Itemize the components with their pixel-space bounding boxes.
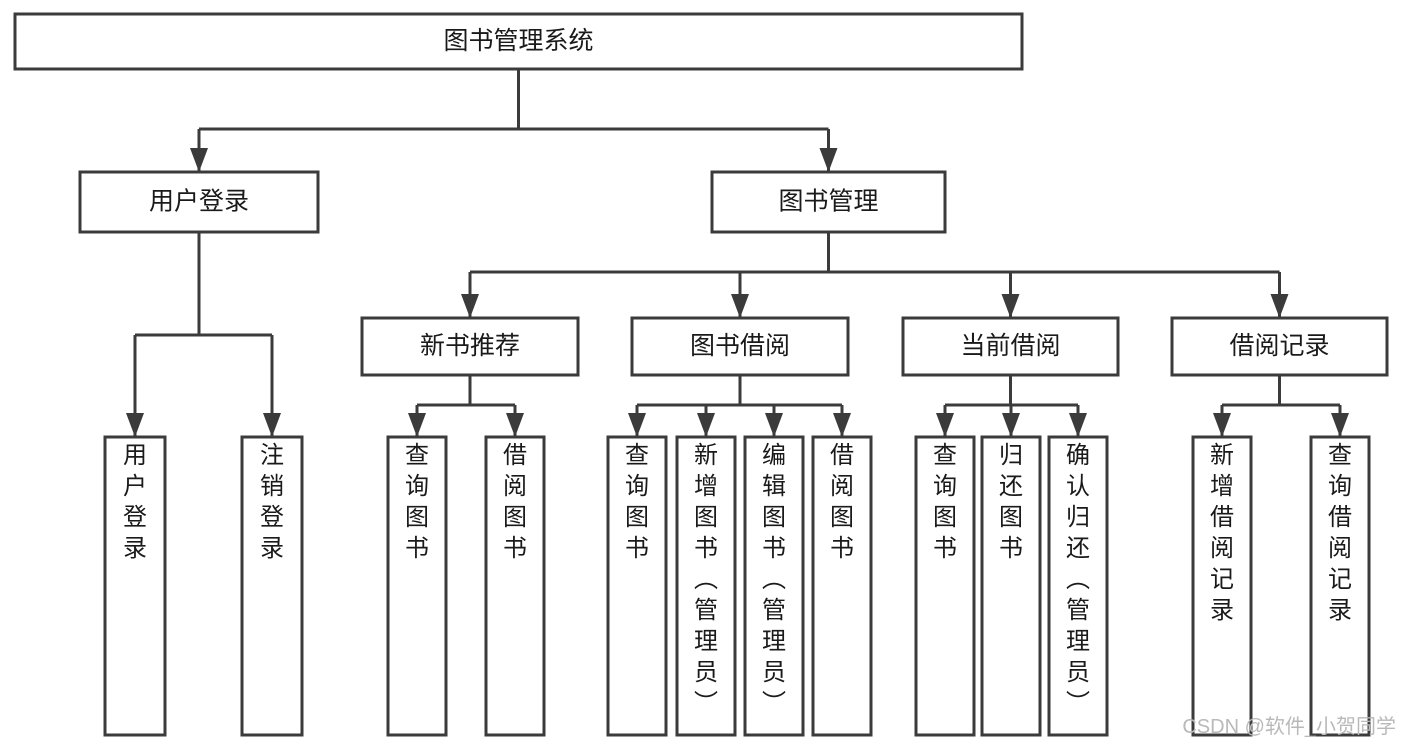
node-leaf-user-login[interactable]: 用户登录: [103, 435, 167, 737]
arrow-book-borrow-2: [765, 413, 783, 437]
node-box-leaf-borrow-book-2: [811, 435, 873, 737]
node-borrow-records[interactable]: 借阅记录: [1170, 316, 1389, 377]
node-label-leaf-query-borrow-record: 查询借阅记录: [1328, 442, 1352, 624]
node-new-book-recommend[interactable]: 新书推荐: [360, 316, 580, 377]
node-label-new-book-recommend: 新书推荐: [420, 332, 520, 360]
node-box-leaf-edit-book: [743, 435, 805, 737]
arrow-book-borrow-0: [628, 413, 646, 437]
nodes-layer: 图书管理系统用户登录图书管理新书推荐图书借阅当前借阅借阅记录用户登录注销登录查询…: [13, 12, 1389, 737]
node-label-book-management: 图书管理: [778, 188, 878, 216]
node-box-leaf-return-book: [980, 435, 1042, 737]
node-box-leaf-query-borrow-record: [1309, 435, 1371, 737]
node-leaf-query-book-3[interactable]: 查询图书: [914, 435, 976, 737]
arrow-bookmgmt-2: [1001, 294, 1020, 318]
node-leaf-query-book-2[interactable]: 查询图书: [606, 435, 668, 737]
node-label-leaf-borrow-book-1: 借阅图书: [503, 442, 527, 562]
node-leaf-edit-book[interactable]: 编辑图书︵管理员︶: [743, 435, 805, 737]
node-leaf-borrow-book-1[interactable]: 借阅图书: [484, 435, 546, 737]
node-box-leaf-add-borrow-record: [1191, 435, 1253, 737]
arrow-user-login-1: [263, 413, 281, 437]
node-label-leaf-confirm-return: 确认归还︵管理员︶: [1066, 442, 1090, 717]
arrow-new-book-recommend-1: [506, 413, 524, 437]
node-label-leaf-borrow-book-2: 借阅图书: [830, 442, 854, 562]
node-label-current-borrow: 当前借阅: [960, 332, 1060, 360]
arrow-borrow-records-0: [1213, 413, 1231, 437]
arrow-borrow-records-1: [1331, 413, 1349, 437]
arrow-current-borrow-1: [1002, 413, 1020, 437]
node-box-book-management: [710, 170, 947, 234]
node-label-leaf-add-book: 新增图书︵管理员︶: [694, 442, 718, 717]
node-leaf-query-book-1[interactable]: 查询图书: [386, 435, 448, 737]
node-box-current-borrow: [901, 316, 1120, 377]
node-user-login[interactable]: 用户登录: [78, 170, 320, 234]
node-box-borrow-records: [1170, 316, 1389, 377]
node-book-borrow[interactable]: 图书借阅: [630, 316, 850, 377]
node-leaf-add-borrow-record[interactable]: 新增借阅记录: [1191, 435, 1253, 737]
arrow-current-borrow-2: [1069, 413, 1087, 437]
arrow-bookmgmt-0: [461, 294, 479, 318]
arrow-new-book-recommend-0: [408, 413, 426, 437]
node-box-leaf-query-book-3: [914, 435, 976, 737]
node-box-leaf-borrow-book-1: [484, 435, 546, 737]
node-box-leaf-user-login: [103, 435, 167, 737]
arrow-root-0: [190, 148, 208, 172]
node-leaf-user-logout[interactable]: 注销登录: [240, 435, 304, 737]
arrow-user-login-0: [126, 413, 144, 437]
node-book-management[interactable]: 图书管理: [710, 170, 947, 234]
node-box-leaf-user-logout: [240, 435, 304, 737]
csdn-watermark: CSDN @软件_小贺同学: [1182, 715, 1396, 738]
node-box-book-borrow: [630, 316, 850, 377]
arrow-book-borrow-1: [697, 413, 715, 437]
node-current-borrow[interactable]: 当前借阅: [901, 316, 1120, 377]
node-leaf-return-book[interactable]: 归还图书: [980, 435, 1042, 737]
node-label-borrow-records: 借阅记录: [1229, 332, 1329, 360]
node-box-leaf-query-book-2: [606, 435, 668, 737]
node-label-book-borrow: 图书借阅: [690, 332, 790, 360]
node-leaf-confirm-return[interactable]: 确认归还︵管理员︶: [1047, 435, 1109, 737]
node-label-leaf-user-login: 用户登录: [123, 442, 147, 562]
node-label-root: 图书管理系统: [443, 27, 593, 55]
node-label-leaf-user-logout: 注销登录: [260, 442, 284, 562]
node-leaf-borrow-book-2[interactable]: 借阅图书: [811, 435, 873, 737]
arrow-current-borrow-0: [936, 413, 954, 437]
node-box-root: [13, 12, 1024, 71]
node-leaf-add-book[interactable]: 新增图书︵管理员︶: [675, 435, 737, 737]
arrow-bookmgmt-1: [731, 294, 749, 318]
node-label-leaf-edit-book: 编辑图书︵管理员︶: [762, 442, 786, 717]
node-label-leaf-query-book-3: 查询图书: [933, 442, 957, 562]
node-box-new-book-recommend: [360, 316, 580, 377]
node-label-leaf-query-book-1: 查询图书: [405, 442, 429, 562]
node-box-user-login: [78, 170, 320, 234]
node-label-user-login: 用户登录: [149, 188, 249, 216]
node-root[interactable]: 图书管理系统: [13, 12, 1024, 71]
node-label-leaf-query-book-2: 查询图书: [625, 442, 649, 562]
node-label-leaf-return-book: 归还图书: [999, 442, 1023, 562]
arrow-book-borrow-3: [833, 413, 851, 437]
node-label-leaf-add-borrow-record: 新增借阅记录: [1210, 442, 1234, 624]
node-box-leaf-query-book-1: [386, 435, 448, 737]
node-box-leaf-add-book: [675, 435, 737, 737]
arrow-root-1: [819, 148, 838, 172]
arrow-bookmgmt-3: [1270, 294, 1289, 318]
node-leaf-query-borrow-record[interactable]: 查询借阅记录: [1309, 435, 1371, 737]
connectors-layer: [126, 69, 1349, 437]
node-box-leaf-confirm-return: [1047, 435, 1109, 737]
